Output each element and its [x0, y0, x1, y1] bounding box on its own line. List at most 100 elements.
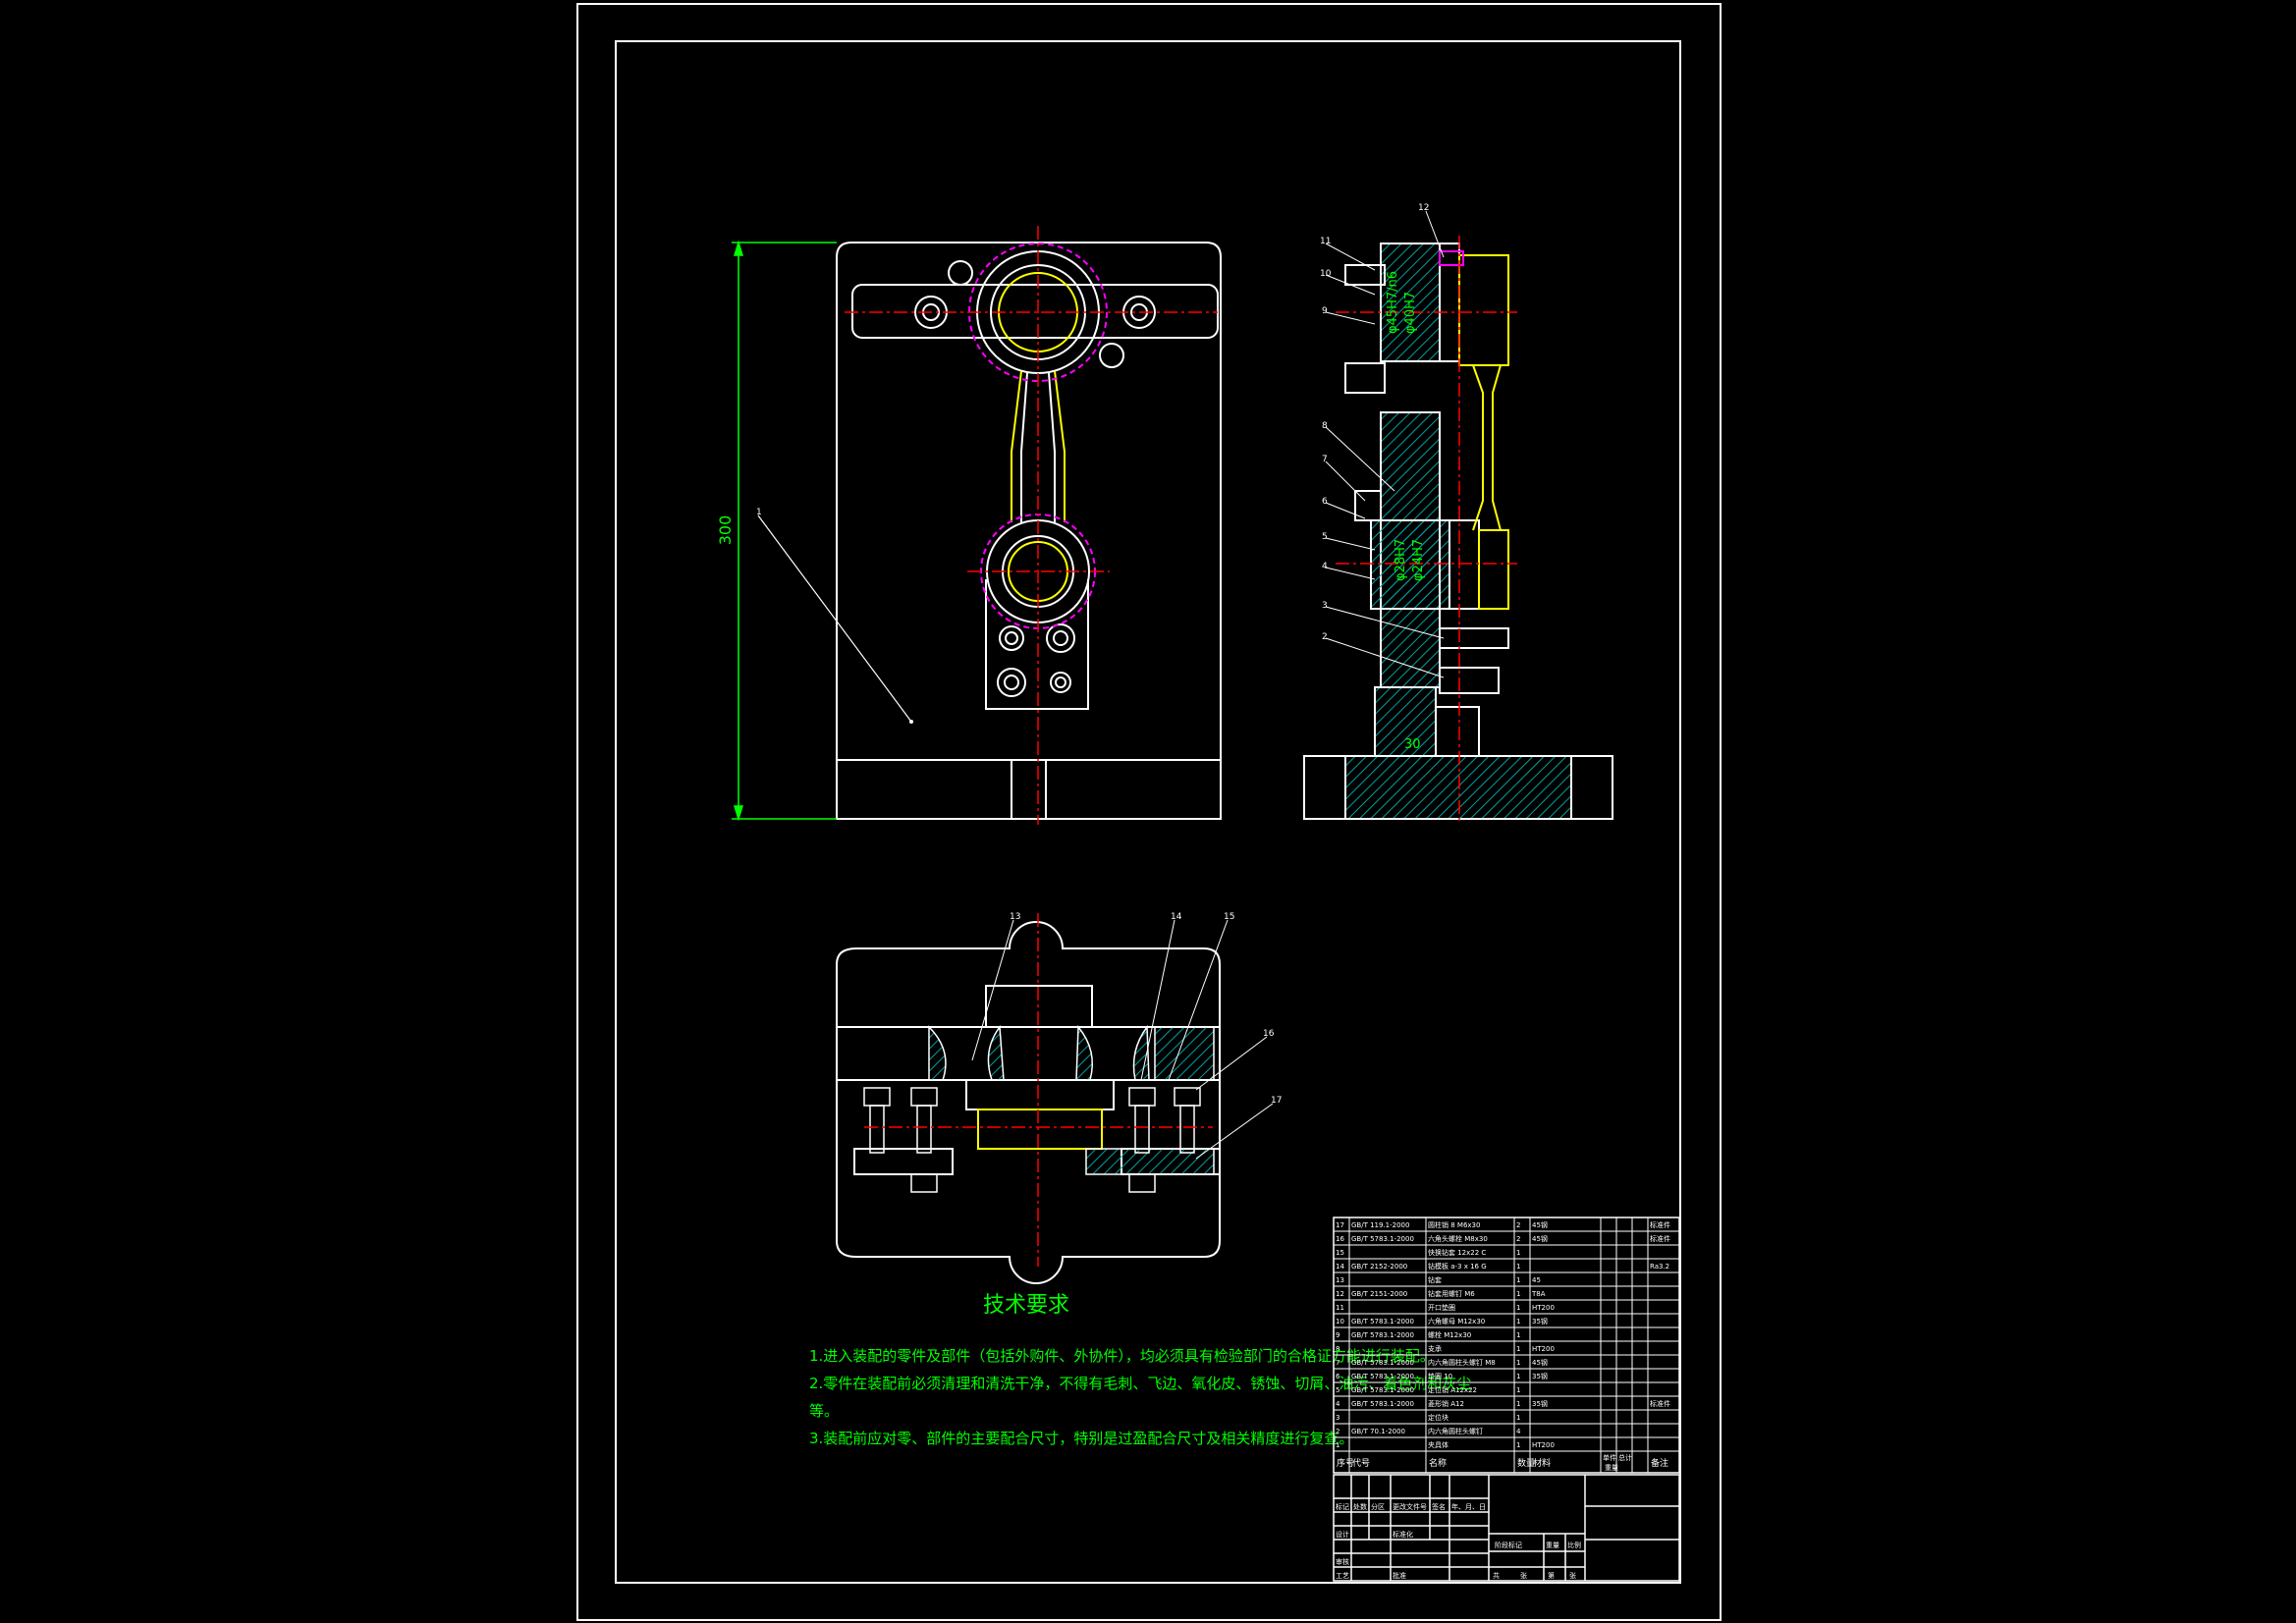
bom-cell: 1	[1516, 1441, 1520, 1449]
top-view-hatch	[928, 1024, 1215, 1175]
technical-requirements: 技术要求 1.进入装配的零件及部件（包括外购件、外协件），均必须具有检验部门的合…	[809, 1293, 1471, 1447]
bom-cell: 定位销 A12x22	[1428, 1385, 1477, 1394]
bom-cell: T8A	[1531, 1290, 1546, 1298]
bom-note: 标准件	[1650, 1234, 1670, 1243]
bom-cell: 1	[1516, 1331, 1520, 1339]
bom-cell: 11	[1336, 1304, 1344, 1312]
side-view-centerlines	[1336, 236, 1517, 825]
height-dimension-text: 300	[716, 515, 735, 546]
bom-header-code: 代号	[1352, 1458, 1370, 1469]
bom-cell: 16	[1336, 1235, 1344, 1243]
bom-cell: GB/T 5783.1-2000	[1351, 1373, 1414, 1380]
bom-cell: 3	[1336, 1414, 1339, 1422]
bom-cell: 9	[1336, 1331, 1339, 1339]
svg-text:3: 3	[1322, 601, 1328, 611]
bom-note: 标准件	[1650, 1399, 1670, 1408]
bom-cell: 10	[1336, 1318, 1344, 1325]
bom-cell: 1	[1516, 1400, 1520, 1408]
title-block-labels: 标记处数分区更改文件号签名年、月、日设计标准化审核工艺批准阶段标记重量比例共张第…	[1336, 1502, 1581, 1580]
svg-text:11: 11	[1320, 237, 1331, 246]
bom-header-unit-weight: 单件	[1603, 1453, 1616, 1462]
title-block-label: 第	[1548, 1571, 1555, 1580]
title-block-label: 张	[1520, 1571, 1527, 1580]
front-callout-1: 1	[756, 508, 762, 517]
bom-cell: 15	[1336, 1249, 1344, 1257]
svg-text:10: 10	[1320, 269, 1332, 279]
side-view-callouts: 12 11 10 9 8 7 6 5 4 3 2	[1320, 203, 1429, 642]
bom-cell: 开口垫圈	[1428, 1303, 1455, 1312]
bom-cell: 六角头螺栓 M8x30	[1428, 1234, 1488, 1243]
bom-header-name: 名称	[1429, 1457, 1447, 1469]
bom-cell: 2	[1516, 1221, 1520, 1229]
svg-text:9: 9	[1322, 306, 1328, 316]
side-view-dimensions: φ45H7/n6 φ40H7 φ28H7 φ24H7 30	[1386, 271, 1426, 752]
bom-header-total-weight: 总计	[1618, 1453, 1632, 1462]
title-block-label: 批准	[1393, 1571, 1406, 1580]
bom-cell: 2	[1336, 1428, 1339, 1435]
bom-cell: GB/T 119.1-2000	[1351, 1221, 1409, 1229]
svg-text:φ45H7/n6: φ45H7/n6	[1386, 271, 1400, 334]
bom-cell: 菱形销 A12	[1428, 1399, 1464, 1408]
bom-cell: 7	[1336, 1359, 1339, 1367]
bom-cell: 1	[1516, 1386, 1520, 1394]
bom-cell: 螺栓 M12x30	[1428, 1330, 1471, 1339]
bom-cell: 5	[1336, 1386, 1339, 1394]
bom-cell: 1	[1516, 1414, 1520, 1422]
bom-cell: 1	[1516, 1373, 1520, 1380]
front-view-centerlines	[845, 226, 1218, 825]
svg-text:7: 7	[1322, 455, 1328, 464]
bom-cell: GB/T 5783.1-2000	[1351, 1400, 1414, 1408]
bom-cell: 圆柱销 8 M6x30	[1428, 1220, 1480, 1229]
bom-cell: 1	[1516, 1263, 1520, 1271]
sheet-inner-border	[615, 40, 1681, 1584]
bom-cell: 支承	[1428, 1344, 1442, 1353]
bom-cell: 45	[1532, 1276, 1541, 1284]
bom-cell: 1	[1336, 1441, 1339, 1449]
title-block-label: 比例	[1567, 1541, 1581, 1549]
title-block-label: 标记	[1336, 1502, 1349, 1511]
title-block-label: 设计	[1336, 1530, 1349, 1539]
svg-text:15: 15	[1224, 912, 1234, 922]
svg-text:13: 13	[1010, 912, 1020, 922]
svg-text:5: 5	[1322, 532, 1328, 542]
bom-cell: GB/T 5783.1-2000	[1351, 1386, 1414, 1394]
bom-cell: 内六角圆柱头螺钉	[1428, 1427, 1483, 1435]
bom-cell: GB/T 5783.1-2000	[1351, 1331, 1414, 1339]
bom-cell: 1	[1516, 1304, 1520, 1312]
title-block-label: 处数	[1353, 1502, 1367, 1511]
bom-cell: 35钢	[1532, 1317, 1548, 1325]
bom-cell: 17	[1336, 1221, 1344, 1229]
title-block-label: 工艺	[1336, 1572, 1349, 1580]
height-dimension	[732, 240, 837, 822]
title-block-label: 分区	[1371, 1502, 1385, 1511]
svg-text:2: 2	[1322, 632, 1328, 642]
bom-cell: 钻模板 a-3 x 16 G	[1428, 1262, 1487, 1271]
bom-header-weight: 重量	[1605, 1464, 1618, 1472]
bom-cell: HT200	[1532, 1345, 1555, 1353]
bom-cell: HT200	[1532, 1304, 1555, 1312]
tech-req-line-3: 等。	[809, 1402, 839, 1420]
top-view	[836, 921, 1221, 1284]
tech-req-line-4: 3.装配前应对零、部件的主要配合尺寸，特别是过盈配合尺寸及相关精度进行复查。	[809, 1430, 1353, 1447]
svg-text:12: 12	[1418, 203, 1429, 213]
bom-cell: 8	[1336, 1345, 1339, 1353]
svg-text:17: 17	[1271, 1096, 1282, 1106]
bom-cell: 钻套	[1428, 1275, 1442, 1284]
title-block-label: 共	[1493, 1571, 1500, 1580]
bom-cell: 4	[1516, 1428, 1521, 1435]
bom-cell: 1	[1516, 1359, 1520, 1367]
bom-cell: 13	[1336, 1276, 1344, 1284]
bom-cell: 六角螺母 M12x30	[1428, 1317, 1485, 1325]
bom-cell: 45钢	[1532, 1358, 1548, 1367]
bom-cell: HT200	[1532, 1441, 1555, 1449]
svg-text:14: 14	[1171, 912, 1182, 922]
top-view-centerlines	[864, 913, 1213, 1267]
title-block-label: 审核	[1336, 1557, 1349, 1566]
fixture-body-outline	[836, 242, 1222, 820]
bom-cell: GB/T 70.1-2000	[1351, 1428, 1405, 1435]
bom-cell: GB/T 5783.1-2000	[1351, 1235, 1414, 1243]
bom-cell: 35钢	[1532, 1372, 1548, 1380]
title-block-label: 标准化	[1393, 1530, 1413, 1539]
top-view-bolts	[863, 1087, 1201, 1193]
